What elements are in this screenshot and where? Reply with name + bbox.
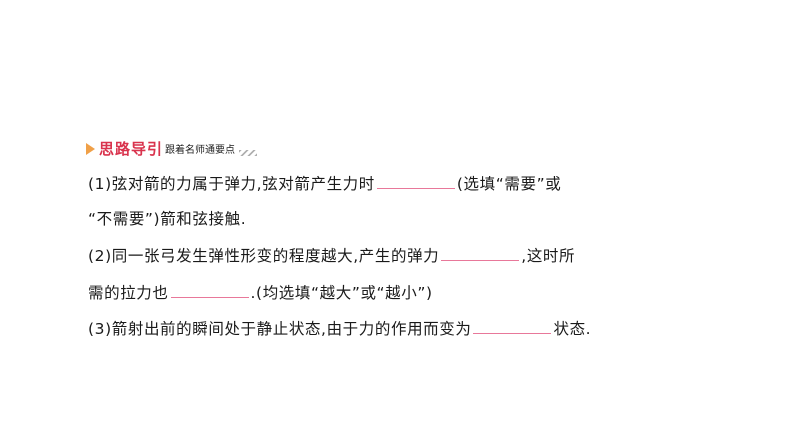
question-1-line-2: “不需要”)箭和弦接触. bbox=[88, 208, 246, 230]
question-3-text-a: (3)箭射出前的瞬间处于静止状态,由于力的作用而变为 bbox=[88, 320, 472, 338]
question-2-text-a: (2)同一张弓发生弹性形变的程度越大,产生的弹力 bbox=[88, 247, 440, 265]
question-2-line-1: (2)同一张弓发生弹性形变的程度越大,产生的弹力 ,这时所 bbox=[88, 244, 575, 267]
triangle-right-icon bbox=[86, 143, 95, 155]
question-1-text-c: “不需要”)箭和弦接触. bbox=[88, 210, 247, 228]
answer-blank-4[interactable] bbox=[473, 317, 552, 334]
question-2-text-b: ,这时所 bbox=[521, 247, 576, 265]
question-3-text-b: 状态. bbox=[553, 320, 592, 338]
guide-title: 思路导引 bbox=[99, 140, 164, 158]
question-2-line-2: 需的拉力也 .(均选填“越大”或“越小”) bbox=[88, 281, 433, 304]
question-1-text-a: (1)弦对箭的力属于弹力,弦对箭产生力时 bbox=[88, 175, 375, 193]
question-1-line-1: (1)弦对箭的力属于弹力,弦对箭产生力时 (选填“需要”或 bbox=[88, 172, 561, 195]
guide-subtitle: 跟着名师通要点 bbox=[165, 145, 236, 156]
question-2-text-d: .(均选填“越大”或“越小”) bbox=[250, 284, 433, 302]
question-1-text-b: (选填“需要”或 bbox=[456, 175, 562, 193]
question-3-line-1: (3)箭射出前的瞬间处于静止状态,由于力的作用而变为 状态. bbox=[88, 317, 591, 340]
answer-blank-3[interactable] bbox=[170, 281, 249, 298]
answer-blank-1[interactable] bbox=[376, 172, 455, 189]
answer-blank-2[interactable] bbox=[441, 244, 520, 261]
guide-header: 思路导引 跟着名师通要点 bbox=[86, 137, 258, 159]
question-2-text-c: 需的拉力也 bbox=[88, 284, 169, 302]
stripes-icon bbox=[239, 150, 258, 156]
